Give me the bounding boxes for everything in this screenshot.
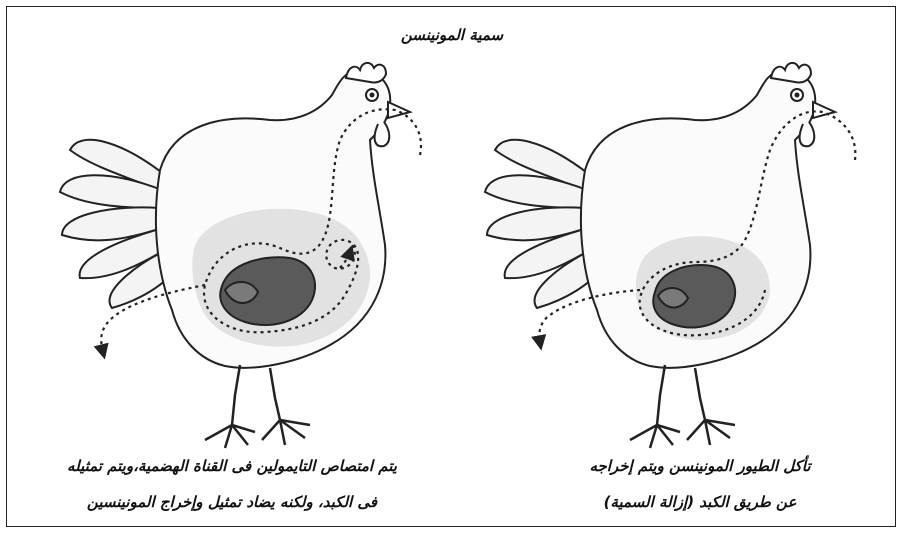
left-hen-legs	[205, 365, 310, 448]
right-caption-line1: تأكل الطيور المونينسن ويتم إخراجه	[520, 457, 880, 475]
right-hen-legs	[630, 365, 735, 448]
left-hen-comb	[346, 63, 386, 83]
left-hen-wattle	[375, 122, 390, 146]
right-hen-beak	[813, 102, 835, 118]
right-hen	[485, 63, 855, 448]
left-caption-line1: يتم امتصاص التايمولين فى القناة الهضمية،…	[22, 457, 442, 475]
left-caption-line2: فى الكبد، ولكنه يضاد تمثيل وإخراج الموني…	[22, 493, 442, 511]
figure-title: سمية المونينسن	[0, 26, 904, 44]
right-hen-comb	[771, 63, 811, 83]
right-hen-wattle	[800, 122, 815, 146]
left-hen	[60, 63, 421, 448]
right-caption-line2: عن طريق الكبد (إزالة السمية)	[520, 493, 880, 511]
